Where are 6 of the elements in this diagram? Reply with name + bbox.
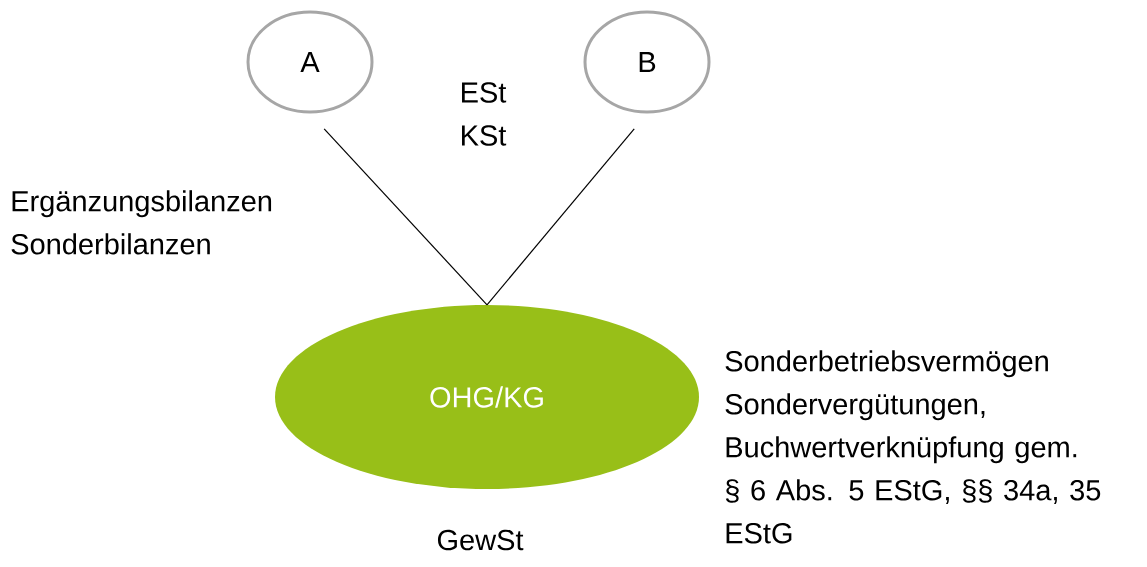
connector-line: [323, 128, 488, 306]
text-label: ESt KSt: [462, 82, 507, 146]
text-label: GewSt: [437, 529, 524, 551]
text-label: Sonderbetriebsvermögen Sondervergütungen, Buchwertverknüpfung gem. § 6 Abs. 5 EStG, §§ 34a, 35 EStG: [725, 350, 1101, 544]
text-label: Ergänzungsbilanzen Sonderbilanzen: [11, 190, 272, 255]
connector-line: [486, 128, 635, 306]
